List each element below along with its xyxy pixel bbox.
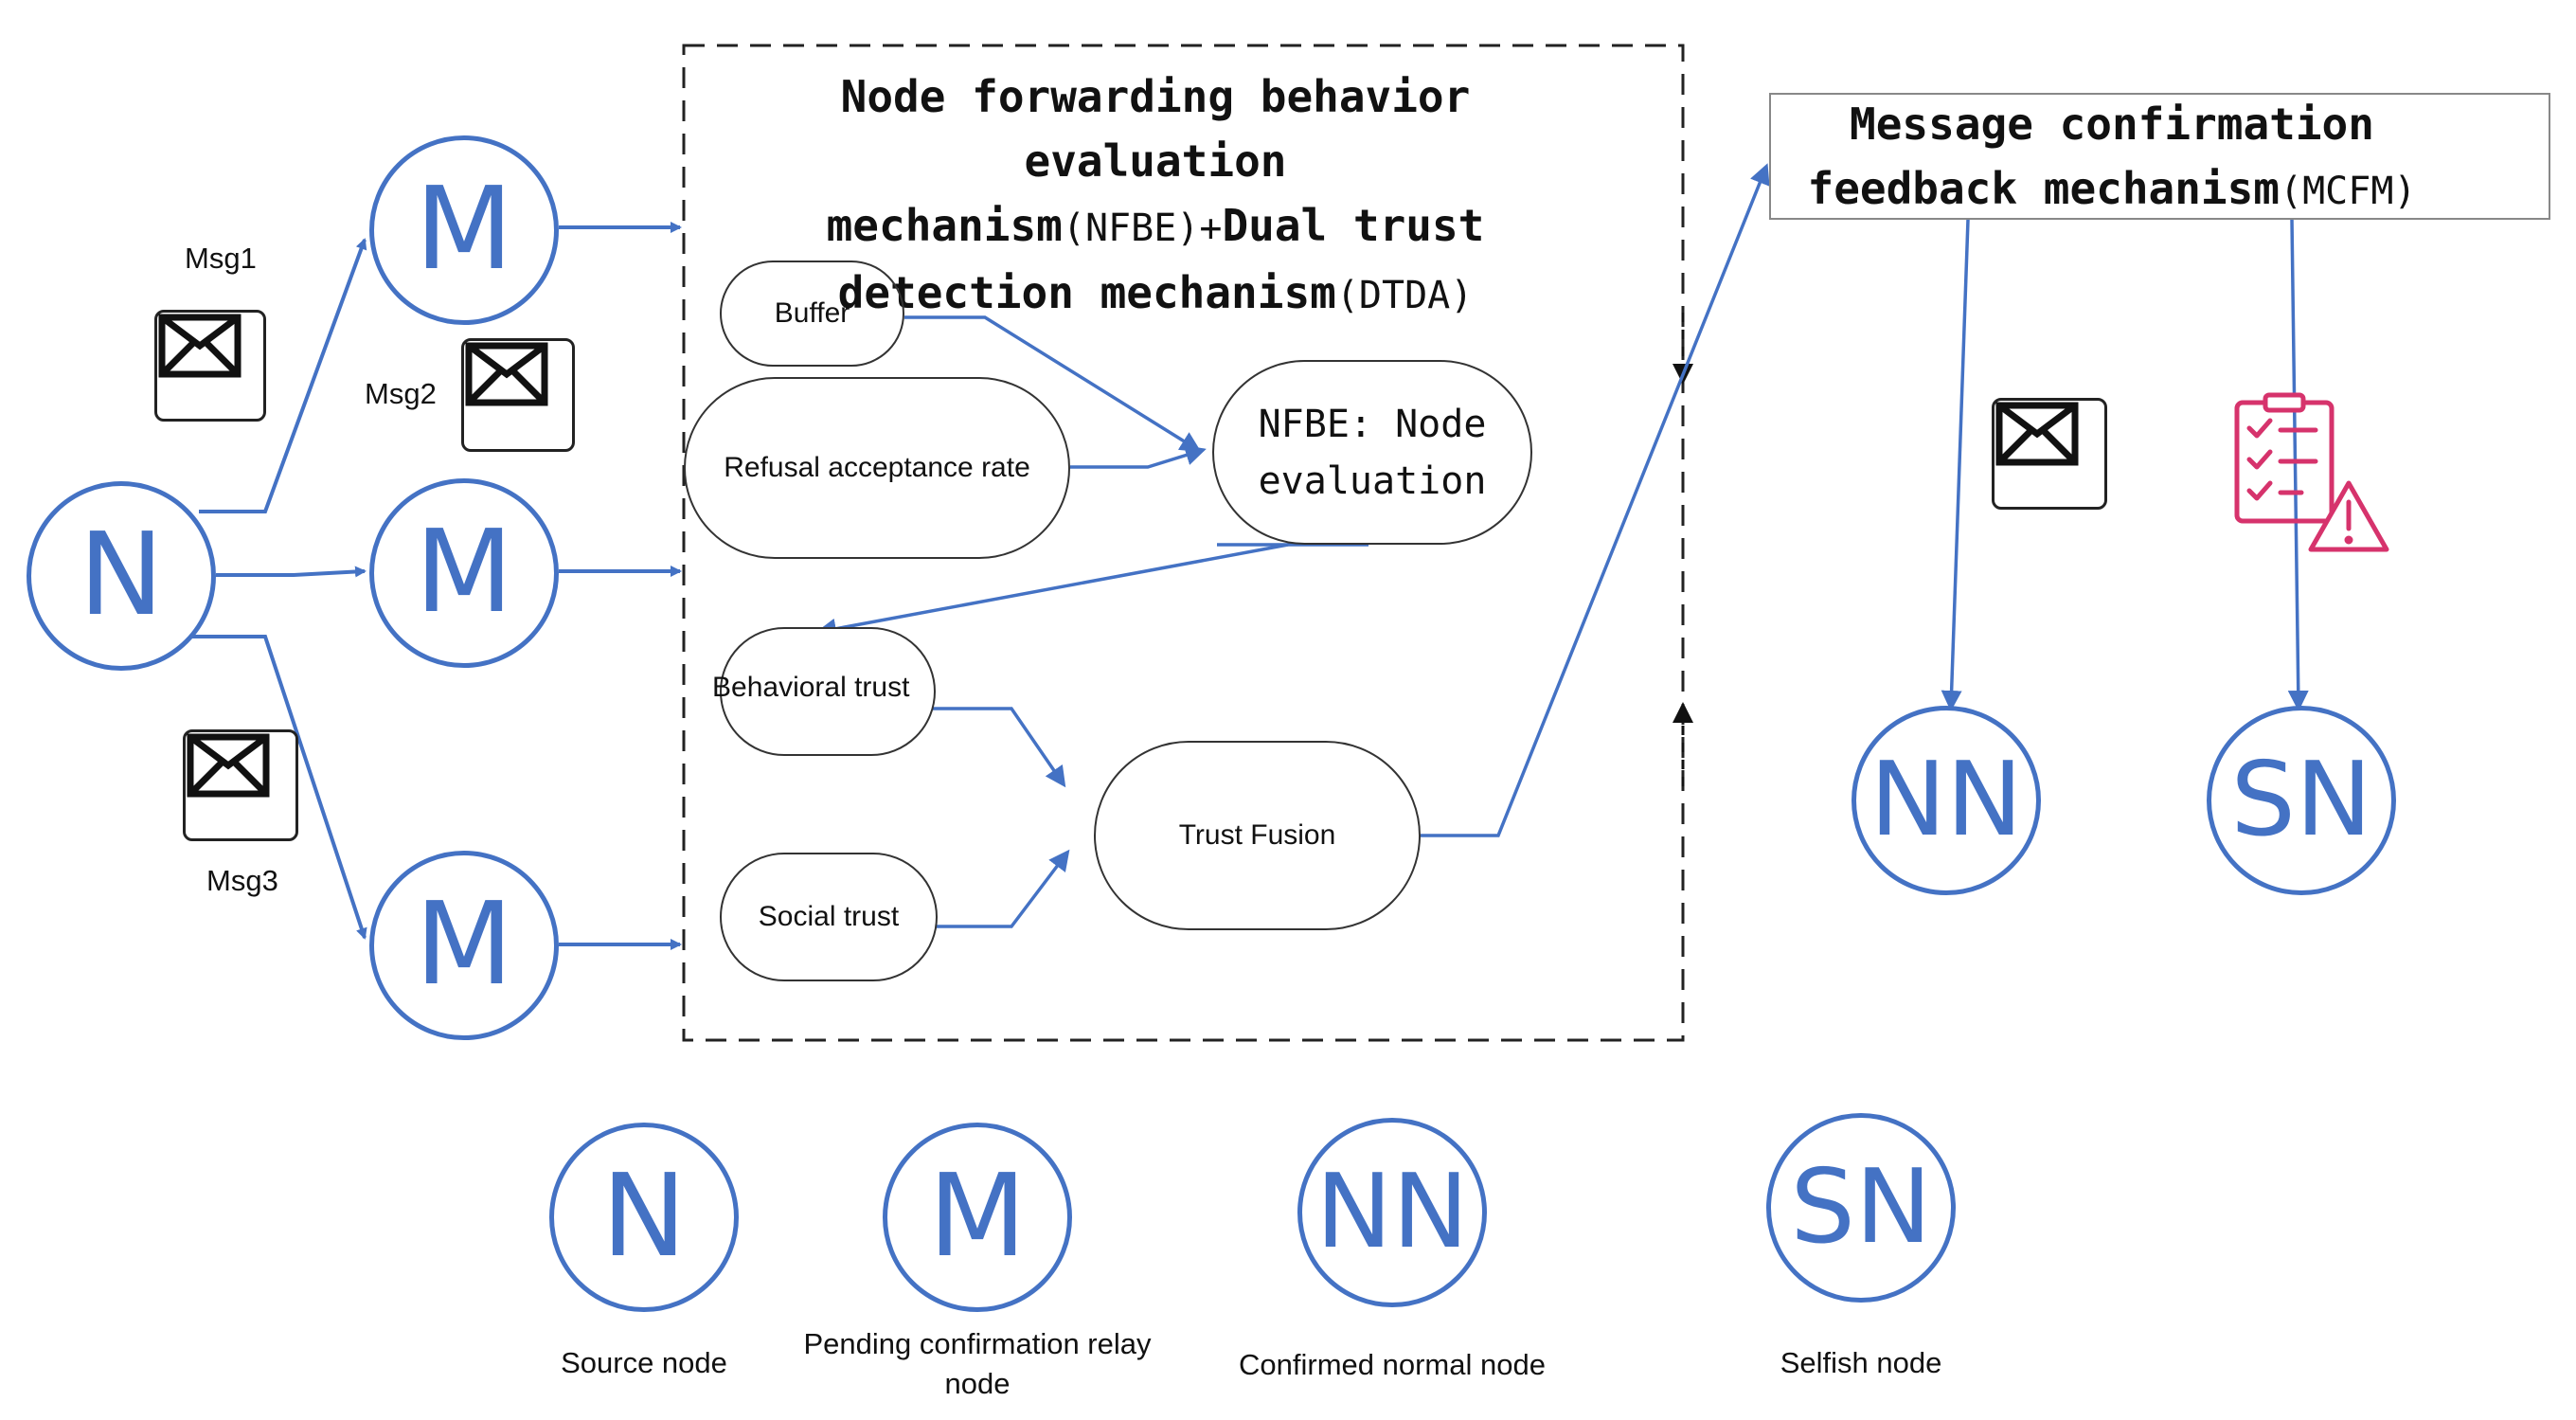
relay-node-2: M <box>369 478 559 668</box>
edge-n-to-m2 <box>216 566 367 578</box>
edge-social-to-fusion <box>933 849 1070 928</box>
edge-buffer-to-eval <box>904 315 1202 453</box>
relay-node-3: M <box>369 851 559 1040</box>
envelope-icon <box>1992 398 2107 510</box>
edge-refusal-to-eval <box>1070 444 1207 469</box>
legend-relay-node-symbol: M <box>883 1123 1072 1312</box>
legend-source-node-symbol: N <box>549 1123 739 1312</box>
legend-relay-node-label: Pending confirmation relay node <box>803 1327 1152 1400</box>
envelope-icon <box>154 310 266 422</box>
behavioral-trust-box: Behavioral trust <box>712 627 936 756</box>
legend-source-node-label: Source node <box>561 1346 727 1379</box>
relay-node-1: M <box>369 135 559 325</box>
selfish-node: SN <box>2207 706 2396 895</box>
checklist-warning-icon <box>2234 392 2389 552</box>
msg3-label: Msg3 <box>206 864 278 897</box>
legend-selfish-node-symbol: SN <box>1766 1113 1956 1303</box>
msg2-label: Msg2 <box>365 377 437 410</box>
source-node: N <box>27 481 216 671</box>
legend-selfish-node-label: Selfish node <box>1780 1346 1942 1379</box>
legend-normal-node-label: Confirmed normal node <box>1239 1348 1546 1381</box>
edge-n-to-m3 <box>192 635 367 940</box>
trust-fusion-box: Trust Fusion <box>1094 741 1421 930</box>
nfbe-dtda-title: Node forwarding behavior evaluation mech… <box>826 71 1485 318</box>
buffer-box: Buffer <box>720 261 904 367</box>
envelope-icon <box>461 338 575 452</box>
mcfm-title: Message confirmation feedback mechanism(… <box>1807 99 2417 214</box>
msg1-label: Msg1 <box>185 242 257 275</box>
edge-mcfm-to-nn <box>1941 219 1970 711</box>
edge-eval-to-behavioral <box>815 543 1289 639</box>
nfbe-dtda-frame <box>682 44 1685 1042</box>
edge-behavioral-to-fusion <box>933 707 1066 788</box>
envelope-icon <box>183 729 298 841</box>
refusal-acceptance-rate-box: Refusal acceptance rate <box>684 377 1070 559</box>
legend-normal-node-symbol: NN <box>1297 1118 1487 1307</box>
mcfm-box <box>1769 93 2550 220</box>
nfbe-node-evaluation-box: NFBE: Node evaluation <box>1212 360 1532 545</box>
social-trust-box: Social trust <box>720 853 938 981</box>
edge-n-to-m1 <box>199 238 367 513</box>
normal-node: NN <box>1852 706 2041 895</box>
edge-fusion-to-mcfm <box>1421 163 1770 837</box>
